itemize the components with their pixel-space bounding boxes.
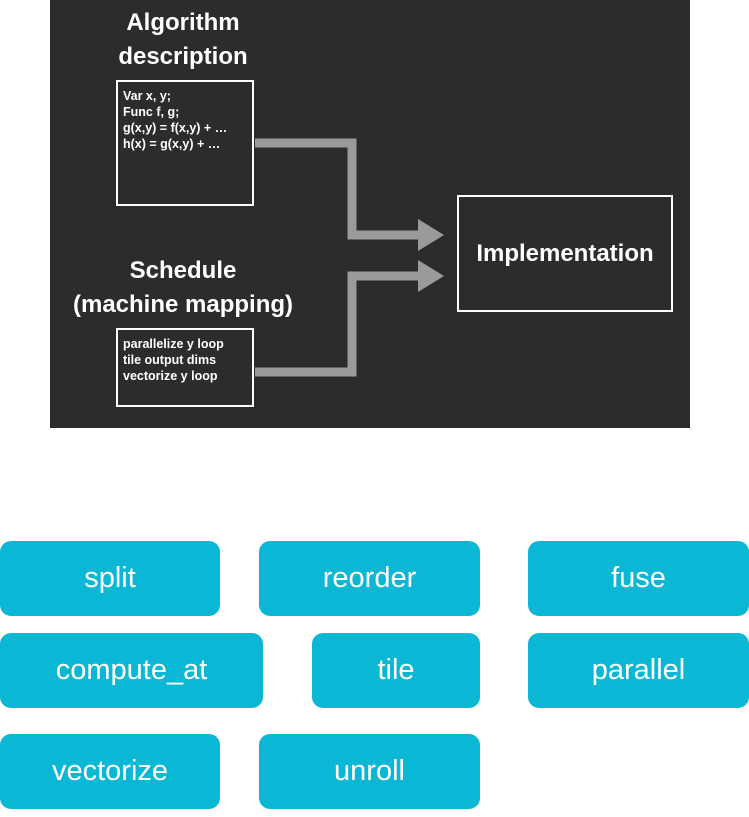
code-line: vectorize y loop (123, 369, 218, 383)
code-line: tile output dims (123, 353, 217, 367)
arrowhead-schedule (418, 260, 444, 292)
chip-reorder[interactable]: reorder (259, 541, 480, 616)
algorithm-heading-line-1: Algorithm (126, 9, 240, 36)
chip-split[interactable]: split (0, 541, 220, 616)
arrowhead-algorithm (418, 219, 444, 251)
chip-label: reorder (322, 562, 417, 594)
chip-vectorize[interactable]: vectorize (0, 734, 220, 809)
arrows-layer (255, 138, 444, 377)
code-line: g(x,y) = f(x,y) + … (123, 121, 228, 135)
chip-label: split (84, 562, 136, 594)
chip-label: compute_at (55, 654, 208, 686)
chip-parallel[interactable]: parallel (528, 633, 749, 708)
chip-label: vectorize (51, 755, 169, 787)
chip-compute-at[interactable]: compute_at (0, 633, 263, 708)
algorithm-code-box: Var x, y; Func f, g; g(x,y) = f(x,y) + …… (116, 80, 254, 206)
chip-label: unroll (334, 755, 405, 787)
algorithm-heading-line-2: description (118, 43, 248, 70)
chip-unroll[interactable]: unroll (259, 734, 480, 809)
halide-diagram: Algorithm description Var x, y; Func f, … (50, 0, 690, 428)
arrow-algorithm-to-implementation (255, 138, 422, 240)
chip-tile[interactable]: tile (312, 633, 480, 708)
arrow-schedule-to-implementation (255, 271, 422, 377)
implementation-box: Implementation (457, 195, 673, 312)
code-line: Var x, y; (123, 89, 171, 103)
chip-label: fuse (611, 562, 666, 594)
code-line: Func f, g; (123, 105, 180, 119)
schedule-heading-line-2: (machine mapping) (72, 291, 294, 318)
code-line: h(x) = g(x,y) + … (123, 137, 221, 151)
chip-label: parallel (591, 654, 686, 686)
schedule-heading: Schedule (machine mapping) (50, 254, 316, 322)
implementation-label: Implementation (476, 239, 654, 267)
chip-fuse[interactable]: fuse (528, 541, 749, 616)
code-line: parallelize y loop (123, 337, 224, 351)
schedule-heading-line-1: Schedule (129, 257, 237, 284)
algorithm-heading: Algorithm description (108, 6, 258, 74)
schedule-code-box: parallelize y loop tile output dims vect… (116, 328, 254, 407)
chip-label: tile (377, 654, 415, 686)
